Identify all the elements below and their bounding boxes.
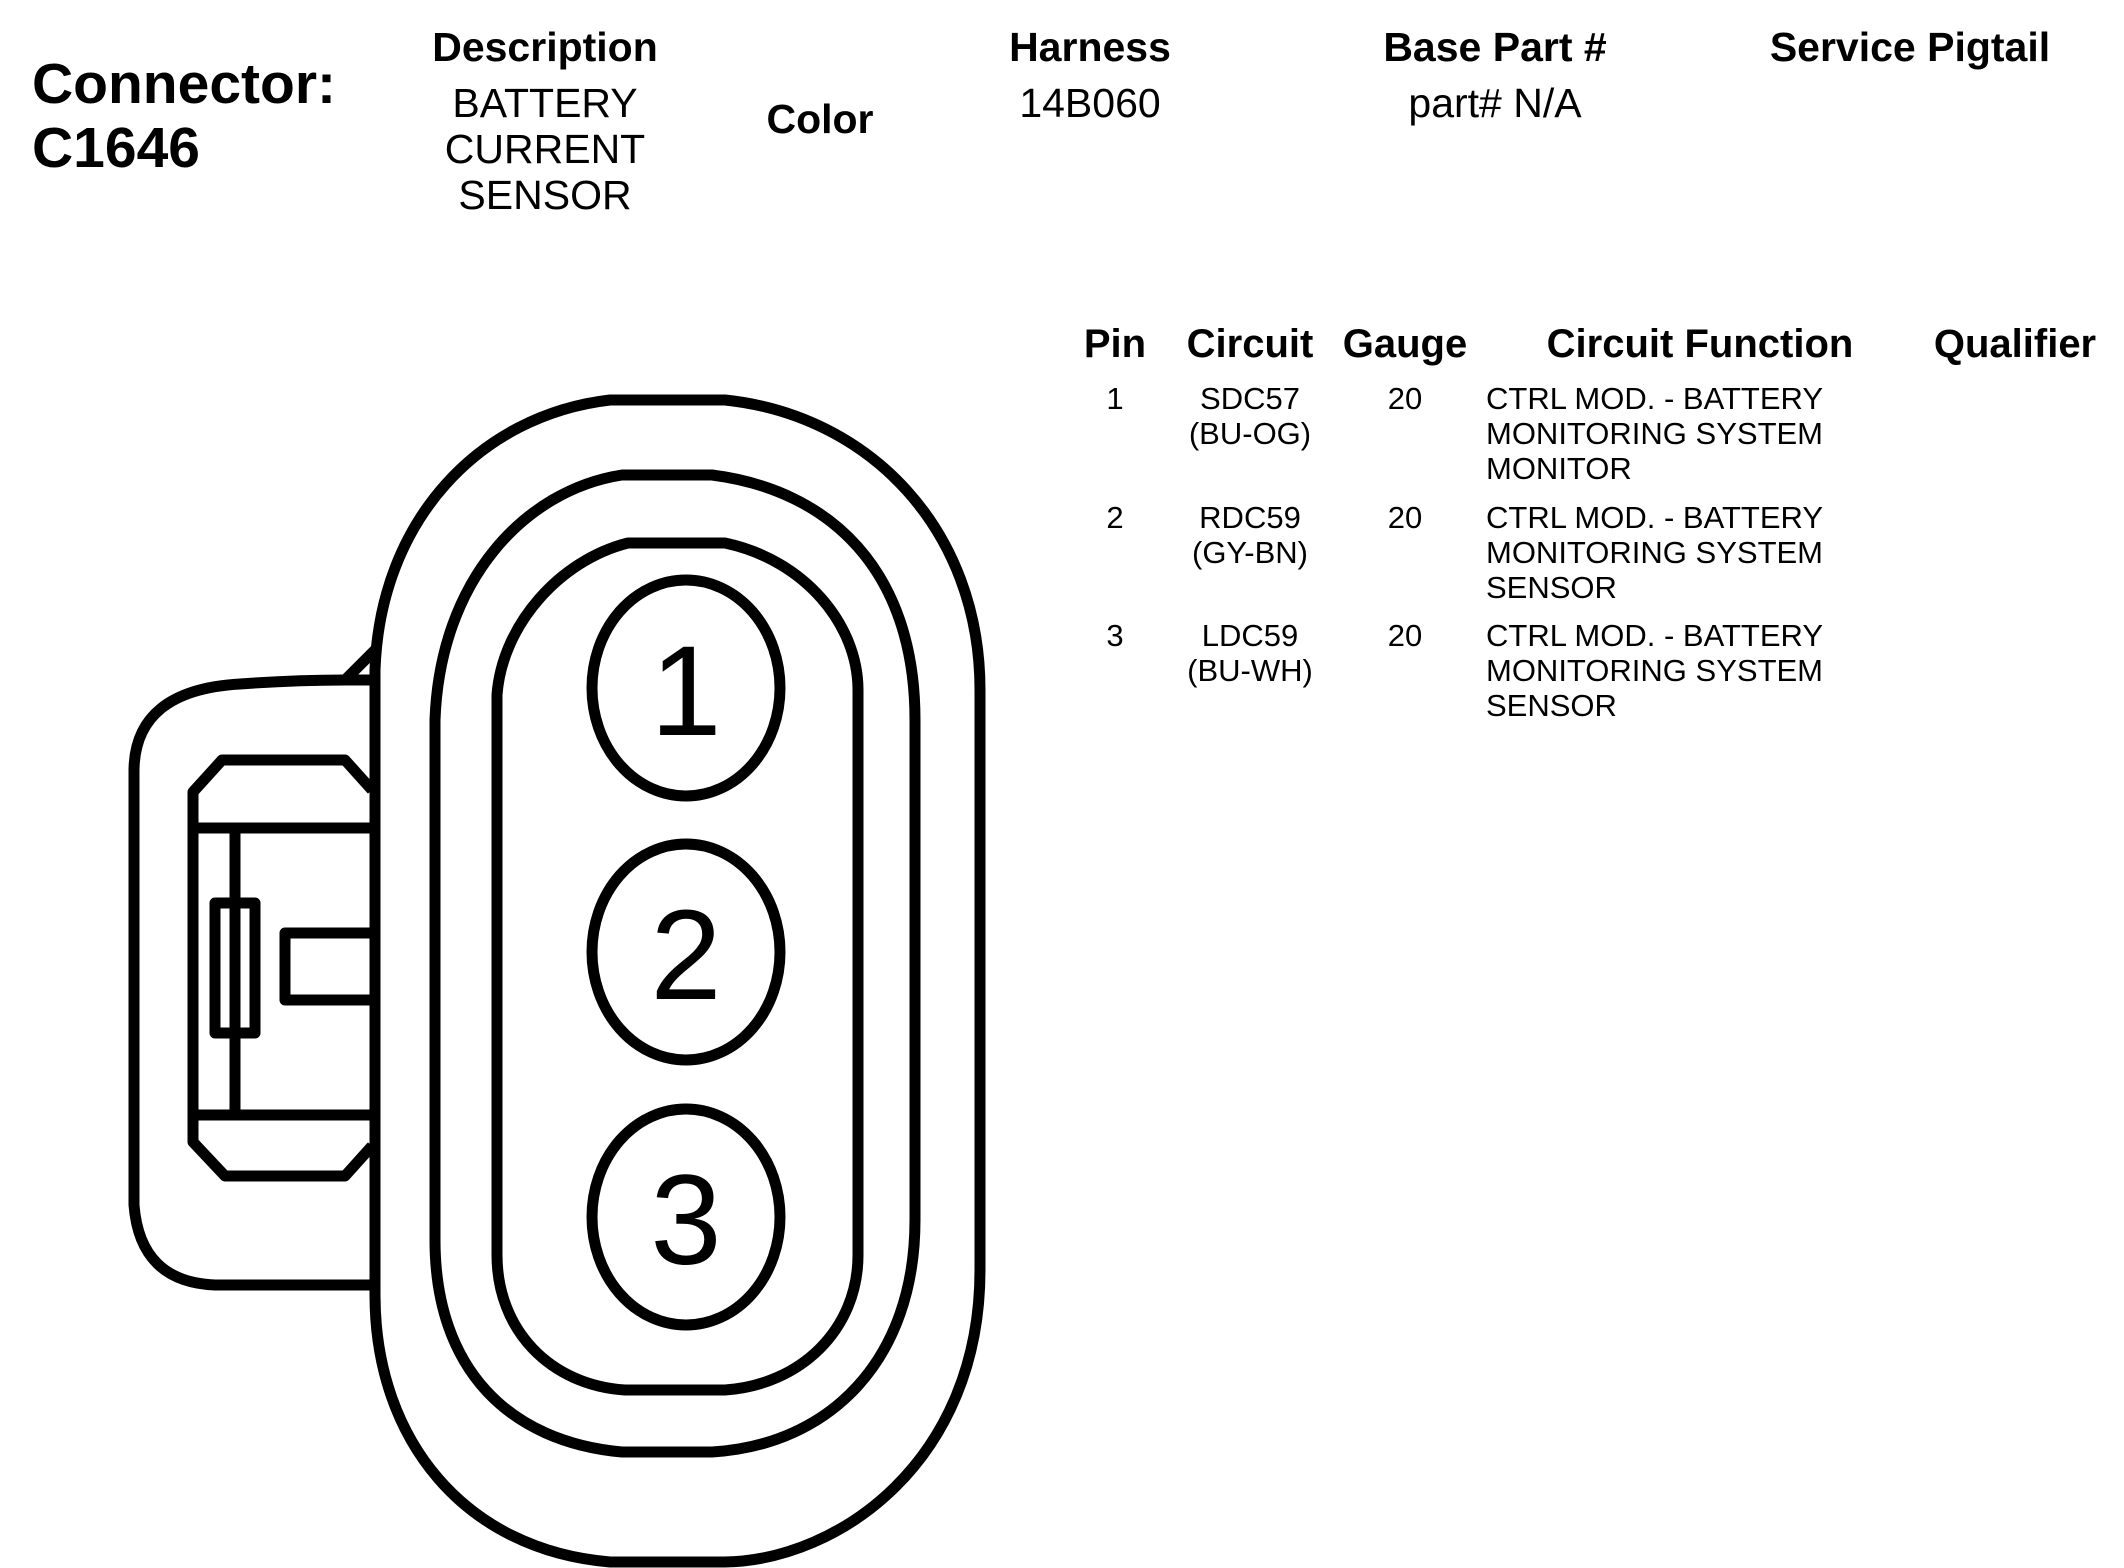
pin-3-label: 3 [650, 1149, 721, 1292]
latch-block [209, 897, 261, 1039]
base-part-header: Base Part # [1383, 24, 1607, 70]
pin-1-cavity [586, 574, 786, 802]
circuit-function-cell: CTRL MOD. - BATTERY MONITORING SYSTEM MO… [1486, 381, 1906, 486]
connector-outer-body [369, 394, 986, 1568]
locking-tab-connector [341, 646, 379, 684]
description-header: Description [432, 24, 658, 70]
pin-2-cavity [586, 838, 786, 1066]
description-value: BATTERY CURRENT SENSOR [400, 80, 690, 218]
function-line: MONITOR [1486, 451, 1632, 486]
connector-inner-cavity [491, 537, 864, 1396]
pin-number: 1 [1106, 381, 1124, 416]
function-line: MONITORING SYSTEM [1486, 535, 1824, 570]
circuit-function-cell: CTRL MOD. - BATTERY MONITORING SYSTEM SE… [1486, 500, 1906, 605]
gauge-cell: 20 [1387, 618, 1423, 653]
circuit-cell: RDC59 (GY-BN) [1170, 500, 1330, 570]
description-line: BATTERY [452, 80, 638, 126]
connector-middle-ring [429, 469, 921, 1458]
col-header-circuit: Circuit [1186, 322, 1314, 366]
connector-id: C1646 [32, 116, 200, 180]
harness-header: Harness [1009, 24, 1171, 70]
pin-2-label: 2 [650, 884, 721, 1027]
circuit-id: SDC57 [1200, 381, 1300, 416]
function-line: MONITORING SYSTEM [1486, 653, 1824, 688]
function-line: SENSOR [1486, 570, 1617, 605]
color-header: Color [766, 96, 874, 142]
pin-number: 2 [1106, 500, 1124, 535]
col-header-pin: Pin [1083, 322, 1147, 366]
col-header-qualifier: Qualifier [1933, 322, 2097, 366]
circuit-color: (GY-BN) [1192, 535, 1308, 570]
function-line: SENSOR [1486, 688, 1617, 723]
latch-tongue [279, 927, 372, 1006]
circuit-color: (BU-WH) [1187, 653, 1313, 688]
circuit-id: LDC59 [1201, 618, 1299, 653]
harness-value: 14B060 [1019, 80, 1161, 126]
circuit-cell: LDC59 (BU-WH) [1170, 618, 1330, 688]
service-pigtail-header: Service Pigtail [1769, 24, 2051, 70]
function-line: CTRL MOD. - BATTERY [1486, 500, 1824, 535]
pin-1-label: 1 [650, 620, 721, 763]
base-part-value: part# N/A [1408, 80, 1582, 126]
locking-tab-outline [128, 674, 375, 1291]
connector-label: Connector: [32, 52, 336, 116]
gauge-cell: 20 [1387, 500, 1423, 535]
circuit-cell: SDC57 (BU-OG) [1170, 381, 1330, 451]
gauge-cell: 20 [1387, 381, 1423, 416]
circuit-function-cell: CTRL MOD. - BATTERY MONITORING SYSTEM SE… [1486, 618, 1906, 723]
col-header-circuit-function: Circuit Function [1546, 322, 1854, 366]
function-line: CTRL MOD. - BATTERY [1486, 381, 1824, 416]
function-line: MONITORING SYSTEM [1486, 416, 1824, 451]
connector-title: Connector: C1646 [32, 52, 336, 180]
description-line: CURRENT [444, 126, 646, 172]
pin-number: 3 [1106, 618, 1124, 653]
description-line: SENSOR [458, 172, 632, 218]
function-line: CTRL MOD. - BATTERY [1486, 618, 1824, 653]
col-header-gauge: Gauge [1342, 322, 1468, 366]
pin-3-cavity [586, 1103, 786, 1331]
circuit-color: (BU-OG) [1188, 416, 1312, 451]
latch-outline [187, 754, 377, 1182]
circuit-id: RDC59 [1199, 500, 1301, 535]
